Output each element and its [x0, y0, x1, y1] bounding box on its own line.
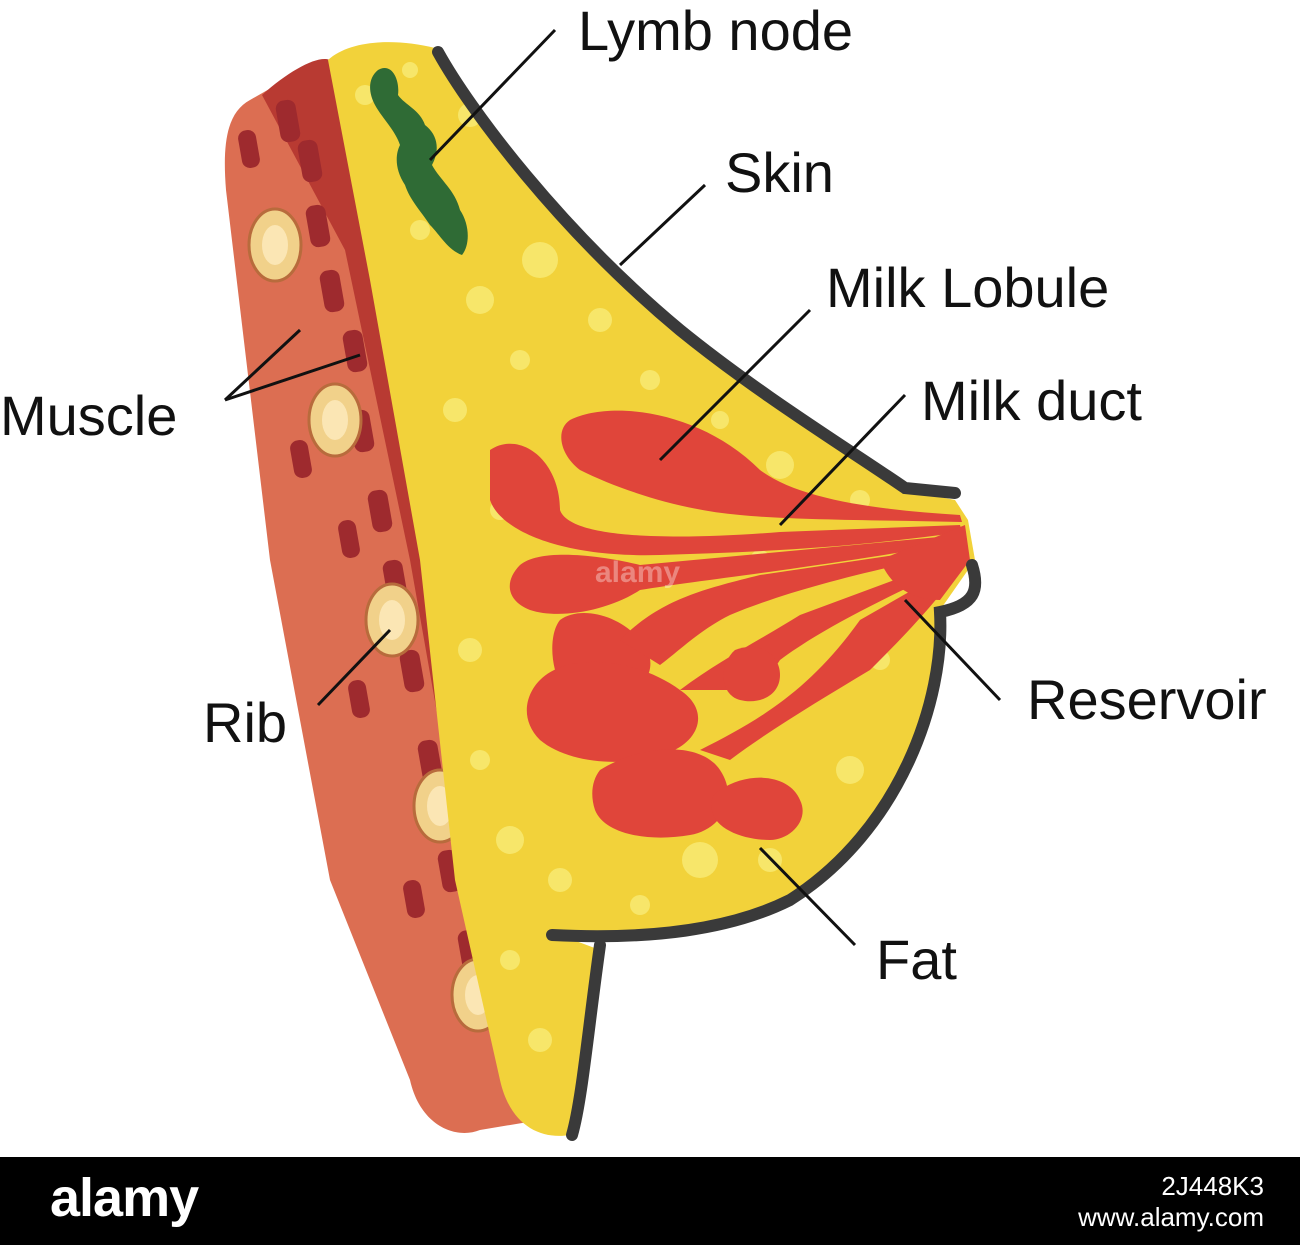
label-rib: Rib [203, 691, 288, 754]
muscle-fibers [238, 99, 483, 973]
label-fat: Fat [876, 928, 957, 991]
watermark: alamy [595, 556, 681, 589]
rib-1 [247, 207, 303, 283]
label-lymph-node: Lymb node [578, 0, 853, 62]
inframammary-line [566, 939, 606, 1141]
lymph-node [370, 68, 468, 255]
footer-url: www.alamy.com [1078, 1202, 1264, 1233]
breast-anatomy-diagram [223, 28, 1002, 1141]
stock-footer: alamy 2J448K3 www.alamy.com [0, 1157, 1300, 1245]
footer-image-info: 2J448K3 www.alamy.com [1078, 1171, 1264, 1233]
label-skin: Skin [725, 141, 834, 204]
footer-logo: alamy [50, 1168, 199, 1228]
leader-lines [223, 28, 1002, 947]
skin-outline [432, 46, 961, 499]
fat-tissue [328, 42, 975, 1136]
footer-image-id: 2J448K3 [1161, 1171, 1264, 1201]
label-milk-duct: Milk duct [921, 369, 1142, 432]
label-reservoir: Reservoir [1027, 668, 1267, 731]
rib-3 [364, 582, 420, 658]
label-muscle: Muscle [0, 384, 178, 447]
rib-2 [307, 382, 363, 458]
label-milk-lobule: Milk Lobule [826, 256, 1110, 319]
nipple-outline [546, 559, 982, 943]
milk-lobules [490, 410, 970, 840]
